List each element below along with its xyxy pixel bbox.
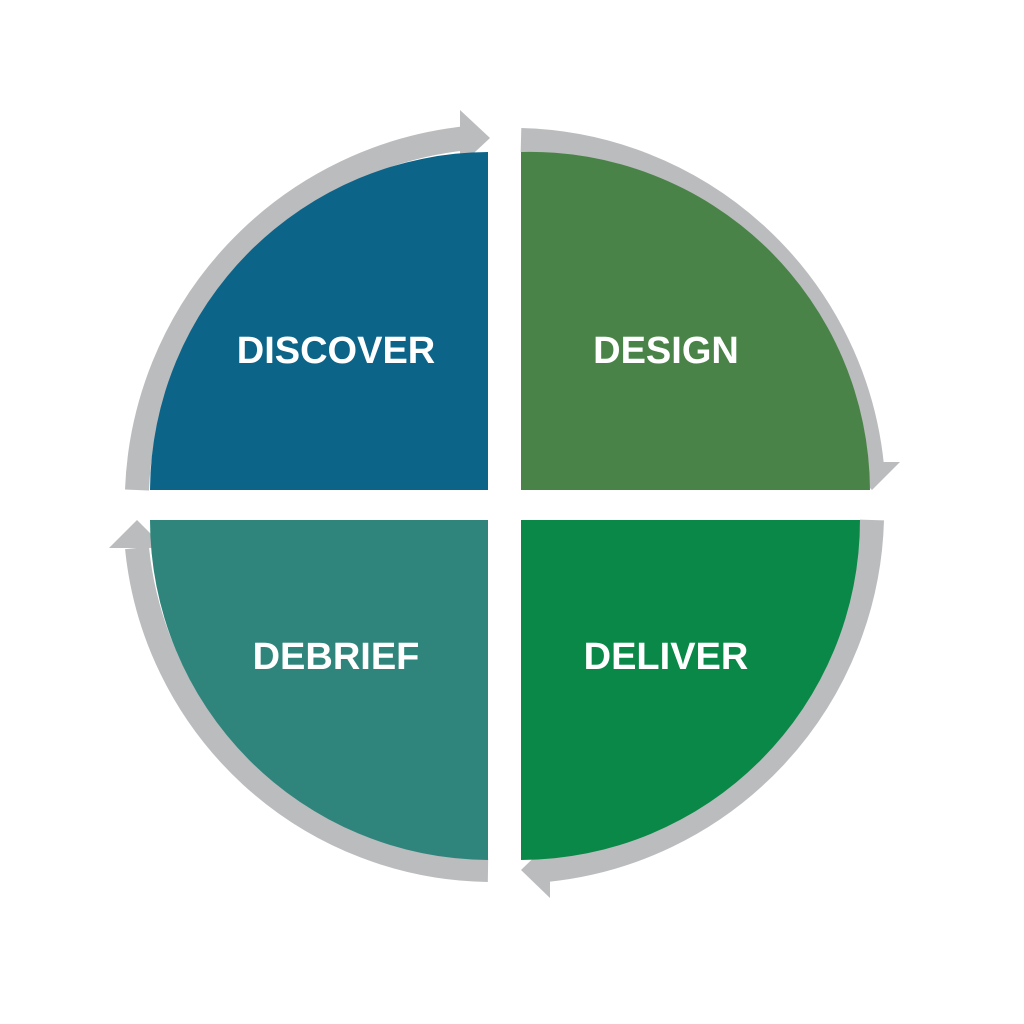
quadrant-deliver	[521, 520, 860, 860]
arrow-head-discover	[460, 110, 490, 166]
label-design: DESIGN	[593, 330, 739, 372]
quadrant-debrief	[149, 520, 489, 860]
quadrants	[149, 151, 870, 860]
label-discover: DISCOVER	[237, 330, 435, 372]
quadrant-labels: DISCOVER DESIGN DELIVER DEBRIEF	[237, 330, 749, 678]
arrow-ring-design	[520, 128, 884, 468]
label-deliver: DELIVER	[584, 636, 749, 678]
quadrant-design	[521, 151, 870, 490]
arrow-ring-discover	[125, 126, 470, 491]
label-debrief: DEBRIEF	[253, 636, 420, 678]
cycle-arrows	[109, 110, 900, 898]
quadrant-discover	[150, 152, 488, 490]
arrow-ring-deliver	[544, 519, 884, 882]
arrow-ring-debrief	[125, 546, 489, 882]
